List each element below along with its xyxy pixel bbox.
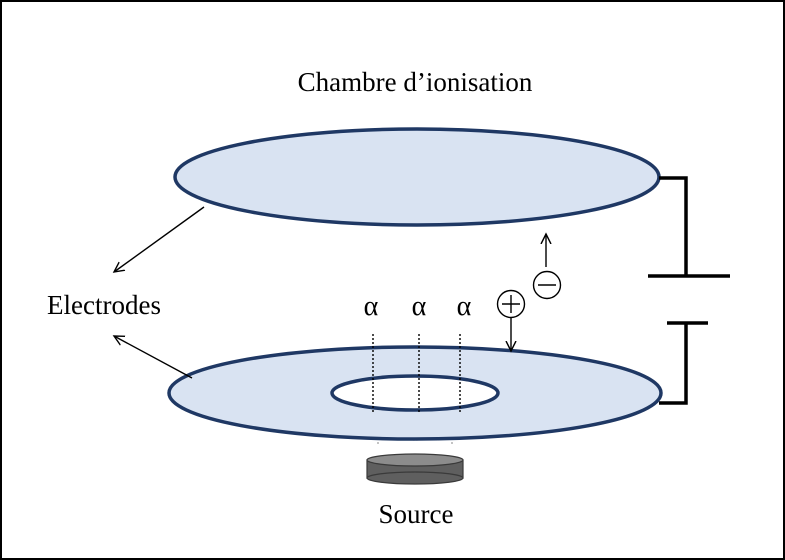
alpha-label-left: α — [364, 291, 379, 322]
chamber-title: Chambre d’ionisation — [298, 67, 533, 97]
negative-ion — [532, 270, 562, 300]
electrodes-arrow-top — [114, 206, 205, 272]
alpha-label-center: α — [412, 291, 427, 322]
top-electrode — [173, 127, 661, 227]
top-wire — [659, 176, 688, 276]
bottom-wire — [659, 323, 688, 405]
bottom-electrode — [167, 345, 663, 441]
electrodes-label: Electrodes — [47, 290, 161, 320]
alpha-label-right: α — [457, 291, 472, 322]
electrodes-arrow-bottom — [114, 336, 193, 379]
battery-circuit — [648, 176, 730, 405]
alpha-source — [366, 453, 464, 485]
source-label: Source — [379, 499, 454, 529]
positive-ion — [496, 289, 526, 319]
